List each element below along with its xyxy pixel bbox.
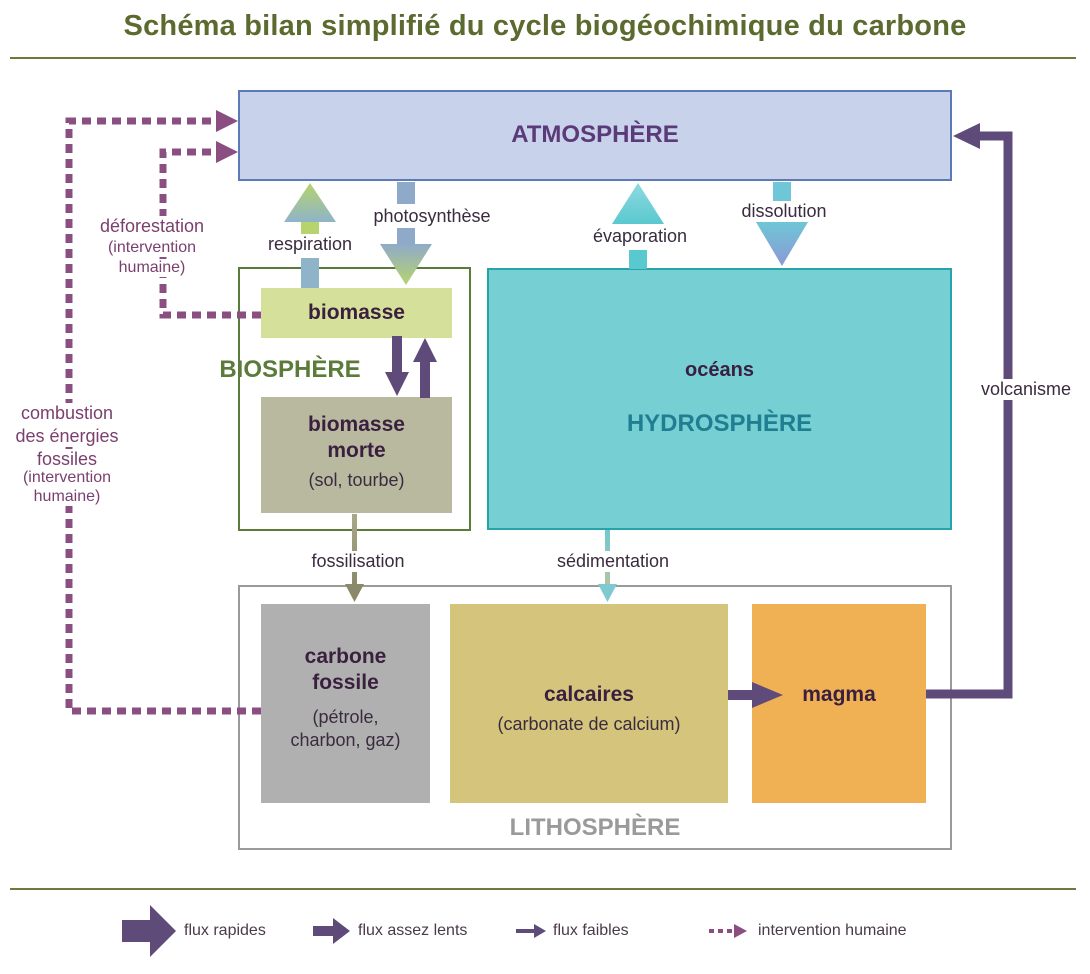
combustion-label-line2: des énergies [2,426,132,447]
limestone-label: calcaires [544,683,634,706]
hydrosphere-box [487,268,952,530]
fossilisation-arrow [345,514,364,602]
bottom-divider [10,888,1076,890]
respiration-arrow [284,183,336,288]
deforestation-label-line3: humaine) [76,259,228,278]
biomass-box [261,288,452,338]
lithosphere-label: LITHOSPHÈRE [509,814,681,841]
atmosphere-box [238,90,952,181]
legend-fast-label: flux rapides [184,922,266,939]
fossil-carbon-sub-line2: charbon, gaz) [290,730,401,750]
respiration-label: respiration [252,234,368,255]
biomass-to-dead-arrow [385,336,409,396]
combustion-label-line4: (intervention [2,469,132,488]
legend-human-icon [709,924,747,938]
legend-medium-label: flux assez lents [358,922,468,939]
lithosphere-frame [238,585,952,850]
deforestation-dotted-arrow [159,141,261,319]
fossil-carbon-label-line1: carbone [304,645,387,668]
magma-box [752,604,926,803]
photosynthesis-label: photosynthèse [350,206,514,227]
dead-biomass-sub: (sol, tourbe) [308,470,405,490]
legend-fast-icon [122,905,176,957]
limestone-to-magma-arrow [728,682,783,708]
volcanism-label: volcanisme [964,379,1088,400]
deforestation-label-line2: (intervention [76,239,228,258]
fossilisation-label: fossilisation [290,551,426,572]
legend-weak-label: flux faibles [553,922,629,939]
legend-weak-icon [516,924,546,938]
dissolution-arrow [756,182,808,266]
combustion-label-line1: combustion [2,403,132,424]
oceans-label: océans [685,359,754,381]
combustion-label-line3: fossiles [2,449,132,470]
photosynthesis-arrow [380,182,432,285]
dead-biomass-label-line2: morte [327,439,386,462]
biosphere-label: BIOSPHÈRE [219,356,361,383]
hydrosphere-label: HYDROSPHÈRE [626,410,813,437]
volcanism-arrow [926,123,1013,699]
fossil-carbon-sub-line1: (pétrole, [312,707,379,727]
atmosphere-label: ATMOSPHÈRE [511,121,679,148]
deforestation-label-line1: déforestation [76,216,228,237]
evaporation-label: évaporation [575,226,705,247]
dissolution-label: dissolution [725,201,843,222]
legend-medium-icon [313,918,350,944]
biomass-label: biomasse [308,301,405,324]
sedimentation-label: sédimentation [536,551,690,572]
diagram-title: Schéma bilan simplifié du cycle biogéoch… [123,10,967,42]
magma-label: magma [802,683,876,706]
top-divider [10,57,1076,59]
dead-to-biomass-arrow [413,338,437,398]
limestone-box [450,604,728,803]
legend-human-label: intervention humaine [758,922,907,939]
dead-biomass-label-line1: biomasse [308,413,405,436]
limestone-sub: (carbonate de calcium) [497,714,681,734]
fossil-carbon-box [261,604,430,803]
combustion-label-line5: humaine) [2,488,132,507]
fossil-carbon-label-line2: fossile [312,671,379,694]
evaporation-arrow [612,183,664,269]
dead-biomass-box [261,397,452,513]
